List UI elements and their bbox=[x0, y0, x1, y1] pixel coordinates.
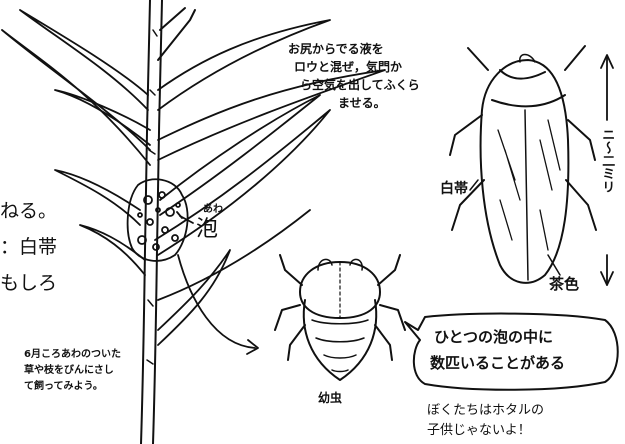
footer-line-2: 子供じゃないよ！ bbox=[427, 424, 531, 437]
foam-label: 泡 bbox=[196, 219, 218, 241]
anus-note-line-4: ませる。 bbox=[338, 97, 386, 109]
cut-text-2: ：白帯 bbox=[0, 238, 57, 257]
cut-text-3: もしろ bbox=[0, 274, 57, 293]
foam-small-label: あわ bbox=[203, 205, 223, 215]
size-label: ニ〜二ミリ bbox=[599, 128, 613, 193]
speech-bubble bbox=[405, 314, 618, 390]
anus-note-line-3: ら空気を出してふくら bbox=[300, 79, 420, 91]
larva-label: 幼虫 bbox=[318, 392, 342, 404]
anus-note-line-2: ロウと混ぜ，気門か bbox=[294, 61, 402, 73]
larva-insect bbox=[275, 255, 405, 380]
footer-line-1: ぼくたちはホタルの bbox=[427, 404, 544, 417]
bubble-line-1: ひとつの泡の中に bbox=[434, 327, 553, 349]
white-band-label: 白帯 bbox=[440, 182, 468, 196]
bubble-line-2: 数匹いることがある bbox=[430, 353, 565, 375]
brown-label: 茶色 bbox=[549, 277, 579, 292]
cut-text-1: ねる。 bbox=[0, 202, 57, 221]
anus-note-line-1: お尻からでる液を bbox=[288, 43, 384, 55]
rearing-note-line-1: 6月ころあわのついた bbox=[24, 350, 121, 360]
foam-mass bbox=[128, 179, 193, 261]
rearing-note-line-2: 草や枝をびんにさし bbox=[24, 366, 114, 376]
adult-insect bbox=[450, 46, 596, 283]
rearing-note-line-3: て飼ってみよう。 bbox=[24, 382, 103, 392]
